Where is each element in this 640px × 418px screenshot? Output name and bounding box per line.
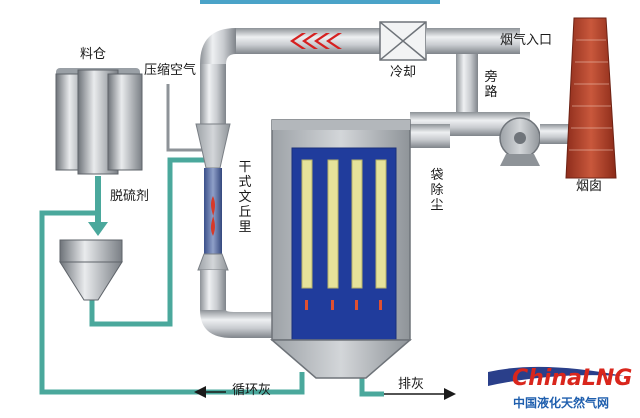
filter-inlet-elbow [200,310,272,338]
fan-to-chimney-pipe [540,124,570,144]
flow-direction-arrows [290,33,342,49]
label-bypass: 旁路 [484,70,498,100]
top-header-strip [200,0,440,4]
discharge-pipe [359,374,384,397]
venturi-flame-icon [210,196,216,236]
bypass-vertical-pipe [456,54,478,124]
discharge-arrow-icon [444,388,456,400]
hopper-icon [59,239,123,301]
chimney-icon [565,17,617,179]
compressed-air-line [166,84,205,152]
label-flue-inlet: 烟气入口 [500,33,553,48]
recycle-ash-arrow-icon [194,386,206,398]
desulfurizer-feed-pipe [89,157,205,327]
label-compressed-air: 压缩空气 [144,63,197,78]
chinalng-logo: ChinaLNG 中国液化天然气网 [486,366,636,412]
label-chimney: 烟囱 [576,179,603,194]
bag-filter-icon [269,119,413,379]
filter-outlet-pipe [410,124,450,148]
flue-inlet-pipe [426,28,486,54]
venturi-outlet-cone [197,253,229,271]
logo-subtitle: 中国液化天然气网 [512,396,609,410]
label-desulfurizer: 脱硫剂 [110,189,150,204]
label-cooling: 冷却 [390,65,417,80]
logo-swoosh [488,366,624,386]
label-silo: 料仓 [80,47,107,62]
label-recycle-ash: 循环灰 [232,383,272,398]
flue-down-pipe [200,64,226,124]
fan-base [500,154,540,166]
silo-icon [55,68,143,175]
label-discharge: 排灰 [398,377,425,392]
flue-top-elbow [200,28,236,64]
label-venturi: 干式文丘里 [238,160,252,235]
logo-brand: ChinaLNG [512,366,633,391]
label-bag-filter: 袋除尘 [430,168,444,213]
venturi-down-pipe [200,270,226,310]
recycle-ash-pipe [39,210,305,395]
